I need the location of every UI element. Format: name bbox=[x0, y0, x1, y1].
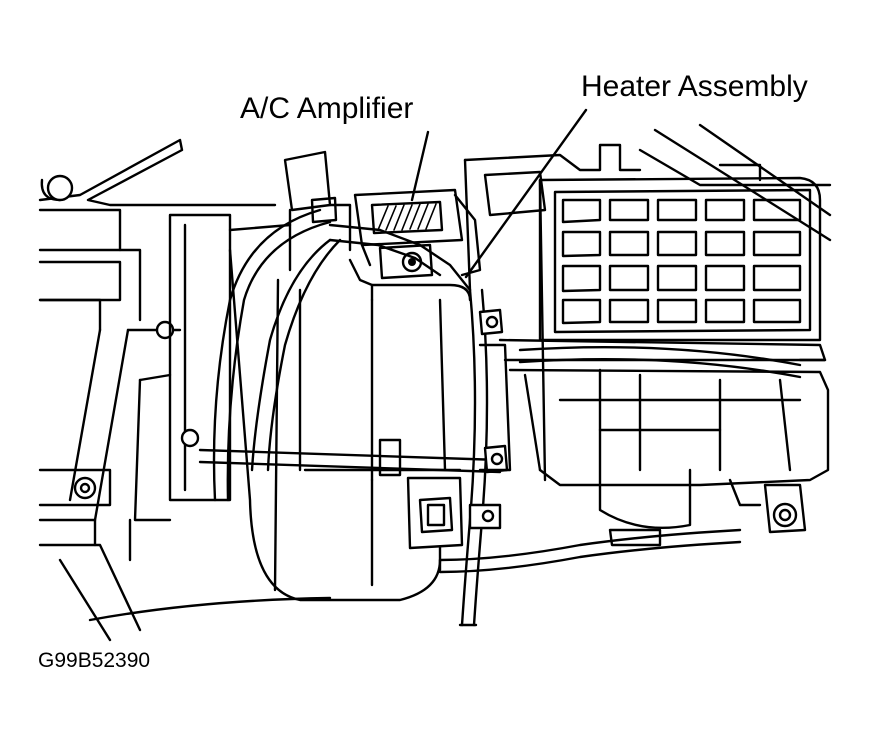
heater-assembly bbox=[463, 123, 832, 482]
leader-heater-assembly bbox=[464, 108, 588, 279]
ac-amplifier-module bbox=[353, 188, 482, 280]
left-bracket bbox=[38, 138, 277, 642]
figure-code: G99B52390 bbox=[38, 649, 151, 672]
heater-lower-body bbox=[478, 338, 830, 547]
leader-lines bbox=[410, 108, 588, 279]
heater-core-grid bbox=[561, 198, 802, 325]
label-ac-amplifier: A/C Amplifier bbox=[240, 92, 414, 125]
blower-unit bbox=[128, 213, 292, 562]
leader-ac-amplifier bbox=[410, 130, 430, 202]
harness-connector bbox=[406, 476, 502, 550]
central-case bbox=[198, 150, 502, 602]
harness-clamps bbox=[310, 196, 509, 474]
wire-harness bbox=[88, 208, 742, 627]
label-heater-assembly: Heater Assembly bbox=[581, 70, 808, 103]
